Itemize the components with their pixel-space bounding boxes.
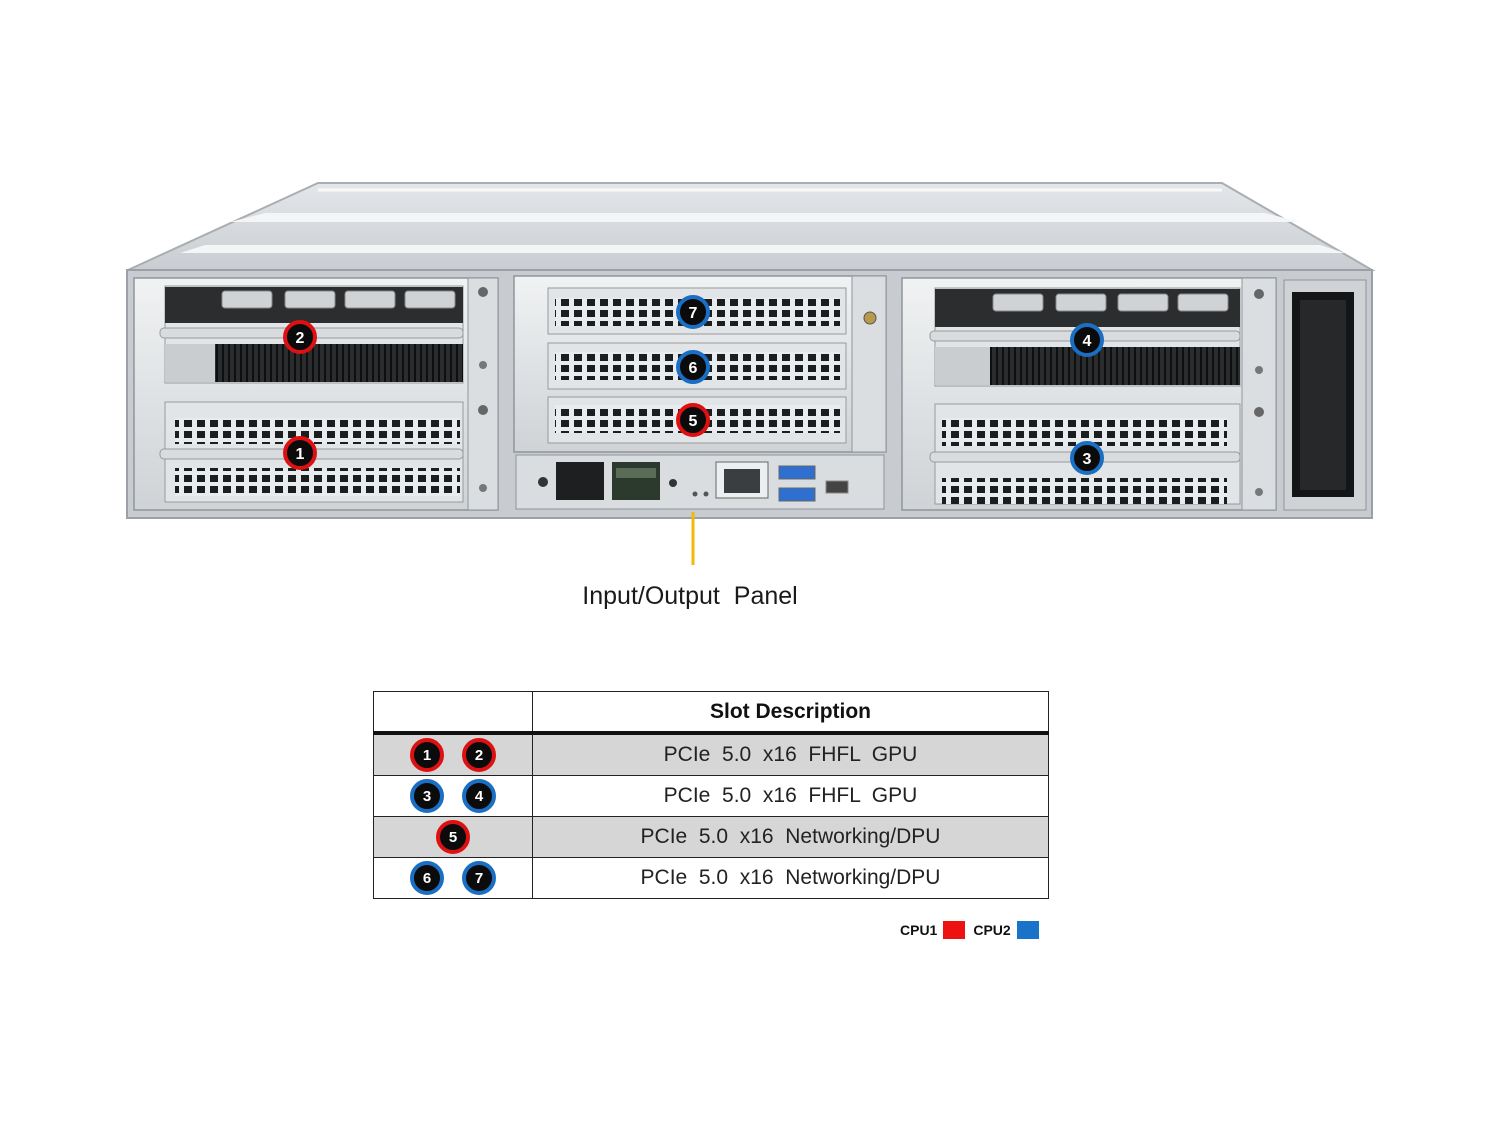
slot-numbers-cell: 5: [373, 816, 533, 858]
chassis-top: [127, 182, 1376, 271]
slot-number-badge: 1: [410, 738, 444, 772]
slot-number-badge: 2: [462, 738, 496, 772]
slot-number-badge: 6: [410, 861, 444, 895]
table-row: 5 PCIe 5.0 x16 Networking/DPU: [373, 816, 1049, 858]
slot-marker-label: 5: [689, 413, 698, 430]
io-panel-label: Input/Output Panel: [582, 582, 798, 610]
header-slot-description: Slot Description: [532, 691, 1049, 735]
slot-marker-5: 5: [676, 403, 710, 437]
slot-marker-label: 3: [1083, 451, 1092, 468]
right-riser: [901, 277, 1277, 511]
slot-marker-label: 1: [296, 446, 305, 463]
slot-marker-4: 4: [1070, 323, 1104, 357]
slot-marker-7: 7: [676, 295, 710, 329]
slot-marker-1: 1: [283, 436, 317, 470]
table-header-row: Slot Description: [373, 691, 1049, 735]
slot-marker-6: 6: [676, 350, 710, 384]
cpu-legend: CPU1 CPU2: [900, 918, 1047, 942]
power-supply-bay: [1283, 279, 1367, 511]
slot-number-badge: 7: [462, 861, 496, 895]
slot-description-cell: PCIe 5.0 x16 FHFL GPU: [532, 775, 1049, 817]
slot-marker-2: 2: [283, 320, 317, 354]
legend-cpu1-swatch: [943, 921, 966, 939]
slot-marker-label: 2: [296, 330, 305, 347]
slot-number-badge: 3: [410, 779, 444, 813]
slot-marker-label: 4: [1083, 333, 1092, 350]
server-rear-diagram: 1 2 3 4 5 6 7: [126, 182, 1376, 565]
legend-cpu2-swatch: [1016, 921, 1039, 939]
slot-description-cell: PCIe 5.0 x16 Networking/DPU: [532, 816, 1049, 858]
legend-cpu2-label: CPU2: [973, 922, 1011, 938]
slot-number-badge: 4: [462, 779, 496, 813]
io-panel: [515, 454, 885, 510]
header-slot-cell: [373, 691, 533, 735]
slot-markers: 1 2 3 4 5 6 7: [283, 295, 1104, 475]
legend-cpu1-label: CPU1: [900, 922, 938, 938]
slot-marker-3: 3: [1070, 441, 1104, 475]
slot-description-cell: PCIe 5.0 x16 FHFL GPU: [532, 732, 1049, 776]
slot-description-cell: PCIe 5.0 x16 Networking/DPU: [532, 857, 1049, 899]
slot-marker-label: 6: [689, 360, 698, 377]
slot-number-badge: 5: [436, 820, 470, 854]
left-riser: [133, 277, 499, 511]
slot-marker-label: 7: [689, 305, 698, 322]
